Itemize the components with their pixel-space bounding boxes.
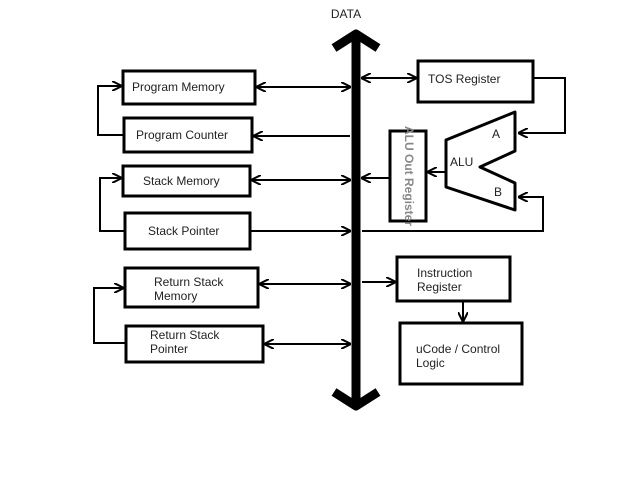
alu-out-register-box xyxy=(388,129,428,223)
program-counter-label: Program Counter xyxy=(136,128,228,142)
bus-to-alu-b-link xyxy=(362,197,544,232)
return-stack-memory-line-2: Memory xyxy=(154,289,197,303)
stack-memory-box xyxy=(121,164,252,198)
return-stack-pointer-line-1: Return Stack xyxy=(150,328,220,342)
alu-input-a-label: A xyxy=(492,127,500,141)
instruction-register-line-2: Register xyxy=(417,280,462,294)
data-bus xyxy=(331,29,381,411)
return-stack-pointer-label: Return Stack Pointer xyxy=(150,328,223,356)
alu-input-b-label: B xyxy=(494,185,502,199)
ucode-control-logic-line-1: uCode / Control xyxy=(416,342,500,356)
tos-register-box xyxy=(416,59,535,104)
tos-to-alu-a-link xyxy=(519,77,566,133)
tos-register-label: TOS Register xyxy=(428,72,500,86)
data-bus-label: DATA xyxy=(331,7,361,21)
pc-to-program-memory-loop xyxy=(97,86,124,136)
alu-shape xyxy=(444,110,517,212)
alu-label: ALU xyxy=(450,155,473,169)
sp-to-stack-memory-loop xyxy=(99,178,125,232)
instruction-register-box xyxy=(395,255,512,303)
return-stack-pointer-line-2: Pointer xyxy=(150,342,188,356)
ucode-control-logic-line-2: Logic xyxy=(416,356,445,370)
return-stack-memory-label: Return Stack Memory xyxy=(154,275,227,303)
ucode-control-logic-box xyxy=(398,321,524,386)
stack-pointer-label: Stack Pointer xyxy=(148,224,219,238)
program-memory-box xyxy=(121,69,257,106)
return-stack-memory-line-1: Return Stack xyxy=(154,275,224,289)
alu-out-register-label: ALU Out Register xyxy=(402,126,416,226)
rsp-to-return-stack-memory-loop xyxy=(93,288,126,344)
stack-memory-label: Stack Memory xyxy=(143,174,220,188)
instruction-register-label: Instruction Register xyxy=(417,266,476,294)
return-stack-memory-box xyxy=(123,266,260,309)
ucode-control-logic-label: uCode / Control Logic xyxy=(416,342,503,370)
instruction-register-line-1: Instruction xyxy=(417,266,472,280)
program-memory-label: Program Memory xyxy=(132,80,225,94)
return-stack-pointer-box xyxy=(124,324,265,364)
